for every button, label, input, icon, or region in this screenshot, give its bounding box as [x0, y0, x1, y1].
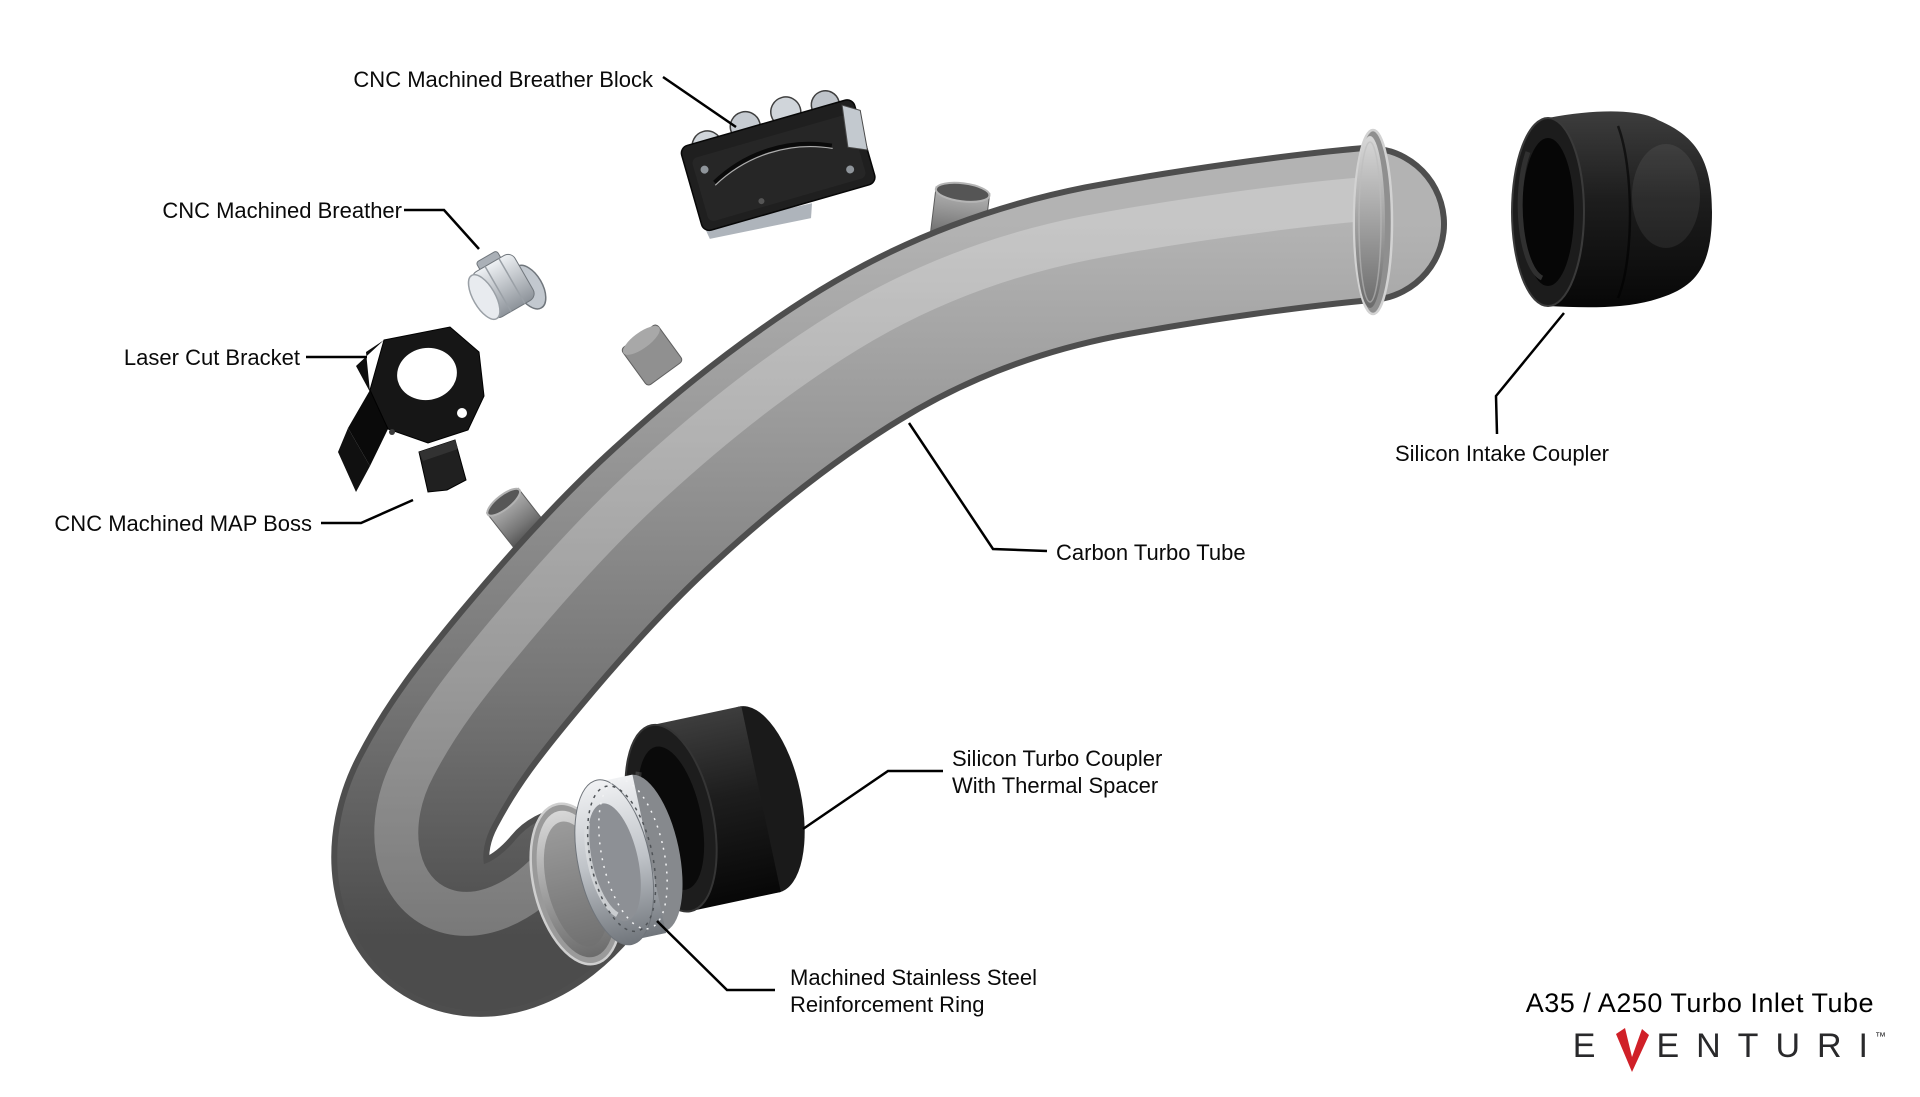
- tube-inlet-flange: [1352, 128, 1394, 316]
- footer: A35 / A250 Turbo Inlet Tube E ENTURI ™: [1525, 988, 1896, 1072]
- label-intake-coupler: Silicon Intake Coupler: [1395, 441, 1610, 466]
- leader-ring: [656, 920, 775, 992]
- silicon-turbo-coupler: [624, 706, 805, 913]
- label-turbo-coupler-line1: Silicon Turbo Coupler: [952, 746, 1163, 771]
- cnc-machined-map-boss: [418, 439, 467, 493]
- product-title: A35 / A250 Turbo Inlet Tube: [1525, 988, 1874, 1018]
- leader-turbo-tube: [907, 422, 1048, 553]
- label-breather: CNC Machined Breather: [162, 198, 402, 223]
- label-map-boss: CNC Machined MAP Boss: [54, 511, 312, 536]
- laser-cut-bracket: [338, 326, 485, 492]
- label-ring: Machined Stainless Steel Reinforcement R…: [790, 964, 1037, 1018]
- leader-breather: [404, 208, 480, 250]
- stainless-reinforcement-ring: [574, 774, 683, 946]
- brand-letters-after-v: ENTURI: [1656, 1027, 1885, 1065]
- leader-breather-block: [662, 75, 737, 129]
- label-ring-line2: Reinforcement Ring: [790, 992, 985, 1017]
- label-breather-block: CNC Machined Breather Block: [353, 67, 653, 92]
- brand-trademark: ™: [1875, 1031, 1886, 1043]
- leader-map-boss: [321, 498, 414, 525]
- tube-mount-boss: [621, 324, 683, 386]
- label-turbo-coupler: Silicon Turbo Coupler With Thermal Space…: [952, 745, 1162, 799]
- label-ring-line1: Machined Stainless Steel: [790, 965, 1038, 990]
- eventuri-logo: E ENTURI ™: [1572, 1027, 1896, 1072]
- label-bracket: Laser Cut Bracket: [123, 345, 300, 370]
- silicon-intake-coupler: [1511, 111, 1712, 308]
- eventuri-v-icon: [1616, 1028, 1650, 1072]
- cnc-machined-breather: [467, 251, 547, 321]
- leader-lines: [306, 75, 1565, 992]
- leader-turbo-coupler: [802, 769, 943, 831]
- label-turbo-tube: Carbon Turbo Tube: [1056, 540, 1246, 565]
- cnc-machined-breather-block: [680, 90, 876, 239]
- brand-letters-before-v: E: [1572, 1027, 1613, 1065]
- label-turbo-coupler-line2: With Thermal Spacer: [952, 773, 1159, 798]
- leader-intake-coupler: [1494, 312, 1565, 435]
